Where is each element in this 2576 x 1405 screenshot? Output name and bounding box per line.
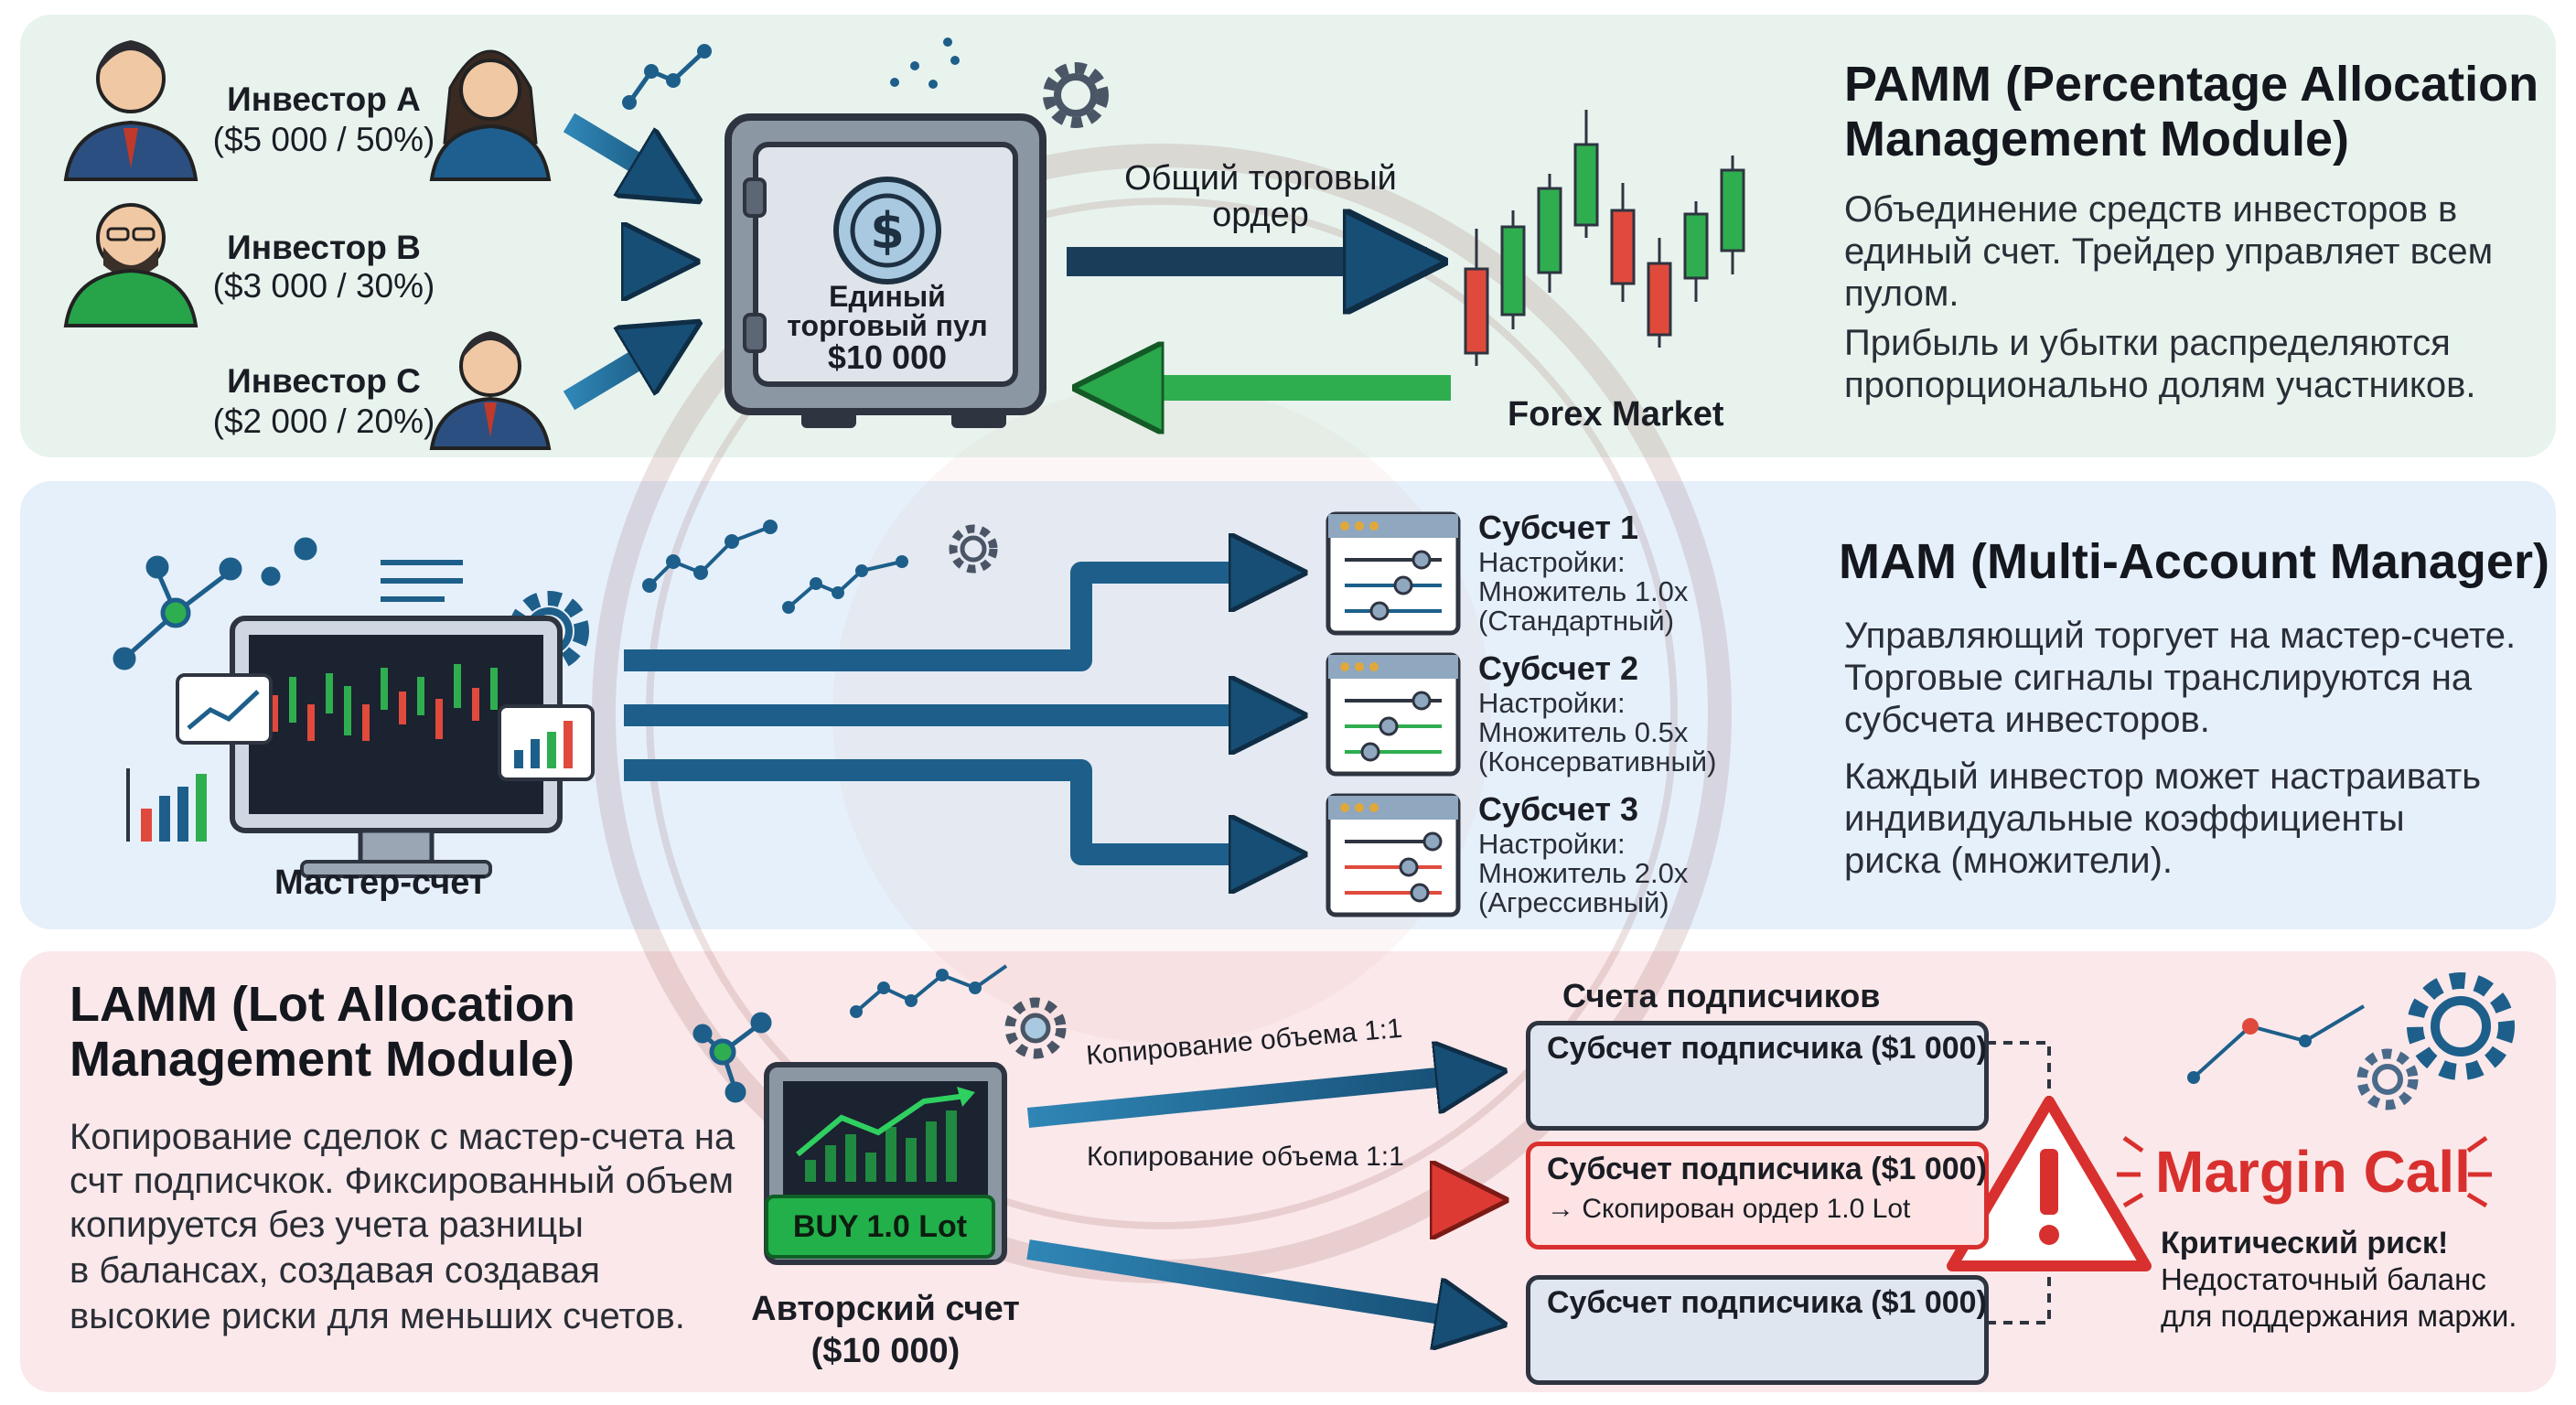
subaccount-1-multiplier: Множитель 1.0x [1478,575,1689,607]
pool-amount: $10 000 [827,338,948,376]
investor-b-name: Инвестор B [227,229,421,266]
candlestick-chart-icon [1464,110,1745,366]
pamm-desc-line-1: Объединение средств инвесторов в [1844,189,2458,230]
investor-c-amount: ($2 000 / 20%) [212,402,435,440]
pool-line-1: Единый [829,280,946,313]
subaccount-2-window-icon [1326,652,1461,777]
subaccount-3-mode: (Агрессивный) [1478,886,1669,918]
lamm-desc-line-5: высокие риски для меньших счетов. [70,1296,685,1336]
risk-trend-dots [2187,1018,2312,1084]
master-account-label: Мастер-счет [274,863,487,902]
subscribers-title: Счета подписчиков [1562,977,1881,1014]
investor-arrows [452,113,688,411]
margin-call-label: Margin Call [2155,1139,2471,1205]
pamm-desc-line-5: пропорционально долям участников. [1844,365,2476,405]
mam-desc-line-4: Каждый инвестор может настраивать [1844,756,2482,797]
investor-c-avatar [429,331,552,450]
subaccount-1-window-icon [1326,511,1461,636]
dashed-connectors [1987,1041,2051,1325]
copy-label-2: Копирование объема 1:1 [1087,1142,1404,1172]
mini-chart-window-left [176,673,273,745]
subscriber-account-3: Субсчет подписчика ($1 000) [1526,1275,1989,1385]
forex-market-label: Forex Market [1508,395,1724,434]
lamm-network-icon [692,1012,772,1103]
subaccount-2-multiplier: Множитель 0.5x [1478,716,1689,748]
pamm-desc-line-3: пулом. [1844,273,1959,314]
lamm-title-line-1: LAMM (Lot Allocation [70,977,575,1032]
investor-a-avatar [63,40,199,181]
mam-title: MAM (Multi-Account Manager) [1839,534,2549,589]
investor-b-avatar [63,203,199,327]
network-icon [113,537,317,670]
buy-lot-badge: BUY 1.0 Lot [765,1195,995,1259]
list-icon [381,560,463,602]
risk-title: Критический риск! [2161,1226,2449,1260]
author-account-amount: ($10 000) [810,1332,961,1370]
mam-desc-line-5: индивидуальные коэффициенты [1844,799,2405,839]
subscriber-account-1: Субсчет подписчика ($1 000) [1526,1021,1989,1131]
mam-signal-arrows [624,573,1292,854]
margin-call-emphasis-lines [2117,1135,2492,1208]
subaccount-1-settings: Настройки: [1478,546,1626,578]
investor-female-avatar [429,49,552,181]
pamm-desc-line-4: Прибыль и убытки распределяются [1844,323,2451,363]
pamm-title-line-1: PAMM (Percentage Allocation [1844,57,2539,112]
subaccount-2-title: Субсчет 2 [1478,649,1638,687]
risk-line-2: для поддержания маржи. [2161,1299,2517,1333]
order-label-line-1: Общий торговый [1124,159,1397,198]
risk-line-1: Недостаточный баланс [2161,1262,2486,1296]
subscriber-account-1-title: Субсчет подписчика ($1 000) [1547,1031,1987,1066]
mini-chart-window-right [498,704,595,781]
subaccount-2-settings: Настройки: [1478,687,1626,719]
subaccount-1-title: Субсчет 1 [1478,509,1638,546]
subscriber-account-3-title: Субсчет подписчика ($1 000) [1547,1285,1987,1320]
warning-triangle-icon [1947,1096,2152,1271]
pool-line-2: торговый пул [787,309,988,342]
subaccount-3-multiplier: Множитель 2.0x [1478,857,1689,889]
mam-desc-line-2: Торговые сигналы транслируются на [1844,658,2473,698]
pamm-desc-line-2: единый счет. Трейдер управляет всем [1844,231,2494,272]
lamm-desc-line-4: в балансах, создавая создавая [70,1250,600,1291]
lamm-desc-line-3: копируется без учета разницы [70,1205,584,1245]
dollar-coin-icon: $ [833,177,941,284]
svg-text:$: $ [870,202,905,260]
risk-gears-icon [2356,972,2515,1110]
risk-trend-line [2192,1004,2366,1079]
investor-a-amount: ($5 000 / 50%) [212,121,435,158]
author-account-label: Авторский счет [751,1290,1020,1328]
master-monitor-icon [230,616,563,878]
subaccount-2-mode: (Консервативный) [1478,745,1717,778]
lamm-panel [20,951,2556,1392]
lamm-title-line-2: Management Module) [70,1032,575,1087]
subscriber-account-2: Субсчет подписчика ($1 000) → Скопирован… [1526,1142,1989,1249]
subaccount-3-title: Субсчет 3 [1478,790,1638,828]
investor-b-amount: ($3 000 / 30%) [212,267,435,305]
copy-arrow-1 [1026,1072,1493,1128]
lamm-desc-line-2: счт подписчкок. Фиксированный объем [70,1161,735,1201]
subaccount-1-mode: (Стандартный) [1478,605,1675,637]
investor-c-name: Инвестор C [227,362,421,400]
copied-order-text: → Скопирован ордер 1.0 Lot [1547,1194,1911,1224]
order-label-line-2: ордер [1212,196,1309,234]
trend-dots [622,38,960,110]
gear-icon [1043,62,1109,128]
mam-desc-line-3: субсчета инвесторов. [1844,700,2210,740]
copy-arrow-3 [1026,1239,1493,1323]
mam-desc-line-6: риска (множители). [1844,841,2174,881]
trend-line-icon [627,49,706,104]
pamm-title-line-2: Management Module) [1844,112,2350,166]
subscriber-account-2-title: Субсчет подписчика ($1 000) [1547,1152,1987,1186]
lamm-gear-icon [1004,997,1067,1059]
lamm-desc-line-1: Копирование сделок с мастер-счета на [70,1117,735,1157]
lamm-trend-dots [850,969,982,1018]
subaccount-3-settings: Настройки: [1478,828,1626,860]
mam-desc-line-1: Управляющий торгует на мастер-счете. [1844,616,2517,656]
mam-trend-dots [642,520,908,614]
bar-chart-icon [126,768,207,842]
investor-a-name: Инвестор A [227,80,421,118]
gear-icon-small [949,524,998,574]
subaccount-3-window-icon [1326,793,1461,917]
